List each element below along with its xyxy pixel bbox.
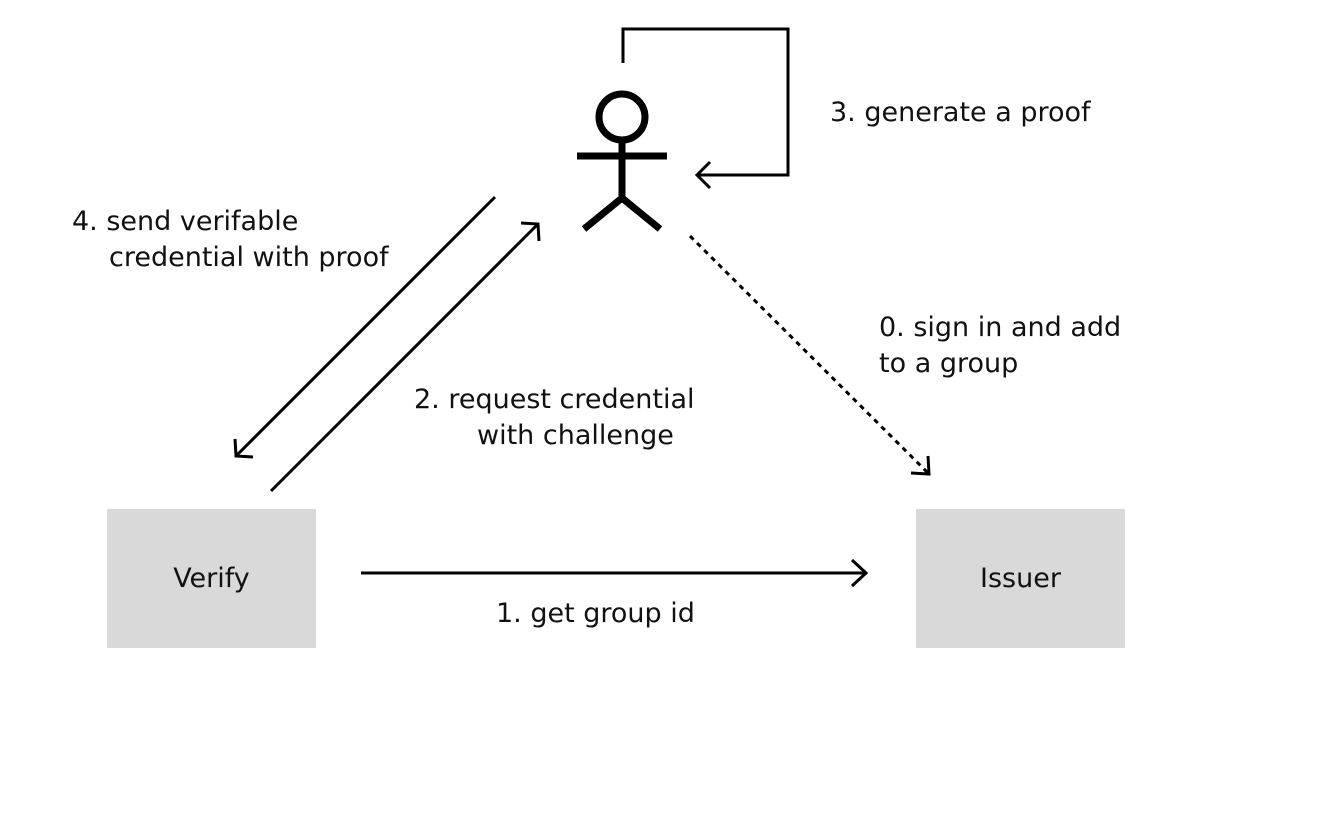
verify-node-label: Verify <box>173 563 250 594</box>
issuer-node: Issuer <box>916 509 1125 648</box>
arrow-request-credential <box>269 221 541 493</box>
step0-label-line1: 0. sign in and add <box>879 312 1122 343</box>
step3-label: 3. generate a proof <box>830 97 1091 128</box>
arrow-send-credential <box>233 195 497 459</box>
step4-label: 4. send verifable credential with proof <box>72 204 389 276</box>
step2-label: 2. request credential with challenge <box>414 382 695 454</box>
verify-node: Verify <box>107 509 316 648</box>
arrow-generate-proof <box>621 27 790 190</box>
step4-label-line1: 4. send verifable <box>72 206 299 237</box>
step1-label: 1. get group id <box>496 598 695 629</box>
issuer-node-label: Issuer <box>980 563 1061 594</box>
arrow-get-group-id <box>361 558 869 588</box>
step0-label-line2: to a group <box>879 348 1019 379</box>
stick-figure-user-icon <box>577 90 667 232</box>
step2-label-line2: with challenge <box>477 420 674 451</box>
step2-label-line1: 2. request credential <box>414 384 695 415</box>
step4-label-line2: credential with proof <box>109 242 389 273</box>
arrow-sign-in <box>688 234 931 476</box>
step0-label: 0. sign in and add to a group <box>879 310 1121 382</box>
